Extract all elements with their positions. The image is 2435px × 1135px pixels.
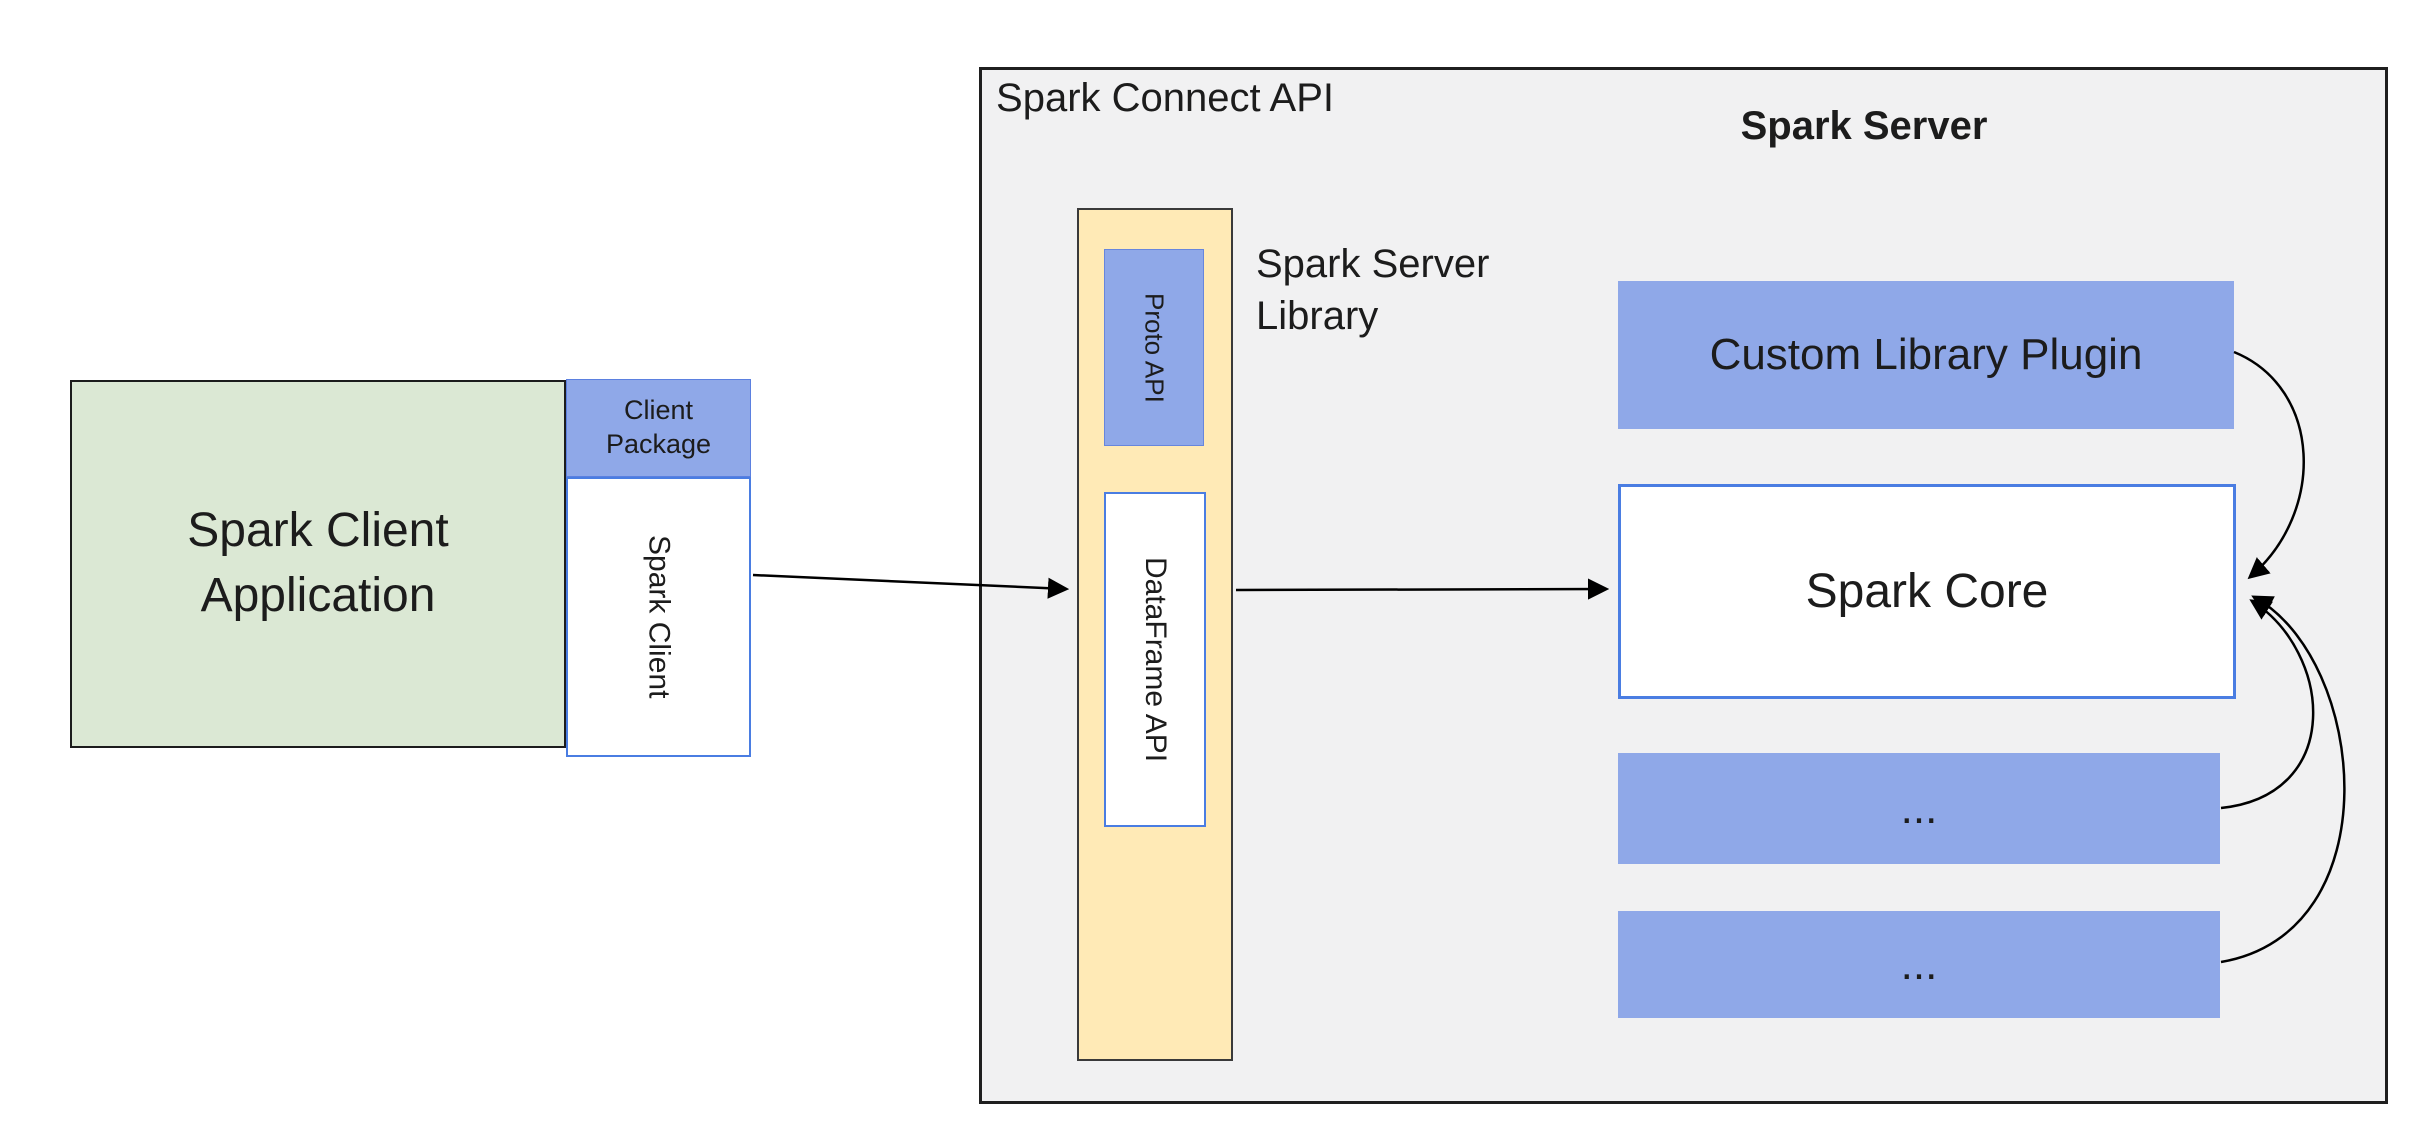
more-plugins-box-1: ... <box>1618 753 2220 864</box>
dataframe-api-box: DataFrame API <box>1104 492 1206 827</box>
spark-client-label: Spark Client <box>642 535 676 699</box>
client-package-label: Client Package <box>605 395 712 459</box>
spark-client-application-label: Spark Client Application <box>187 504 449 622</box>
proto-api-label: Proto API <box>1139 292 1170 403</box>
spark-server-library-label: Spark Server Library <box>1256 242 1490 338</box>
more-plugins-label-1: ... <box>1900 783 1938 833</box>
client-package-box: Client Package <box>566 379 751 477</box>
more-plugins-box-2: ... <box>1618 911 2220 1018</box>
spark-client-application-box: Spark Client Application <box>70 380 566 748</box>
spark-core-box: Spark Core <box>1618 484 2236 699</box>
spark-server-title: Spark Server <box>1740 104 1988 148</box>
spark-connect-api-label: Spark Connect API <box>996 76 1334 120</box>
spark-client-box: Spark Client <box>566 477 751 757</box>
more-plugins-label-2: ... <box>1900 939 1938 989</box>
dataframe-api-label: DataFrame API <box>1139 556 1172 763</box>
spark-core-label: Spark Core <box>1805 565 2049 618</box>
custom-library-plugin-label: Custom Library Plugin <box>1709 330 2143 379</box>
custom-library-plugin-box: Custom Library Plugin <box>1618 281 2234 429</box>
proto-api-box: Proto API <box>1104 249 1204 446</box>
